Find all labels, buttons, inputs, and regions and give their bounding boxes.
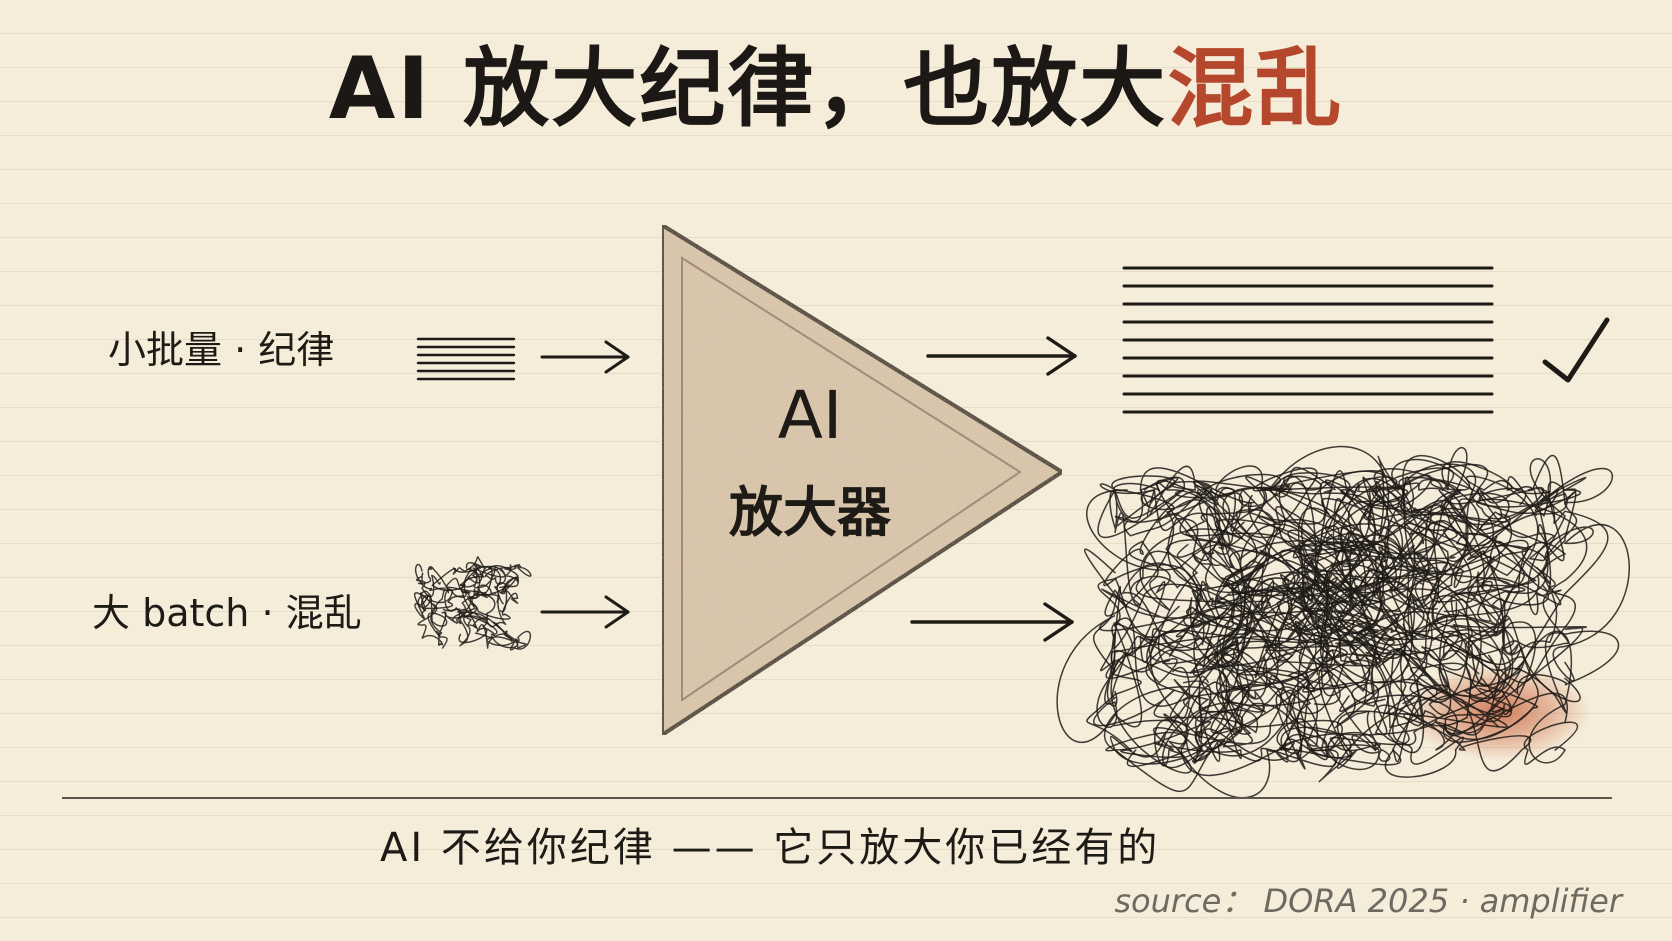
scribble-stroke [472, 565, 519, 605]
scribble-stroke [430, 589, 498, 647]
scribble-stroke [1314, 458, 1582, 592]
row-label-small-batch: 小批量 · 纪律 [108, 328, 335, 372]
check-icon [1542, 317, 1610, 383]
scribble-stroke [1114, 528, 1259, 768]
scribble-stroke [1324, 612, 1403, 770]
scribble-stroke [1320, 483, 1537, 596]
amplified-tangle [1056, 445, 1630, 799]
small-tangle-icon [413, 556, 532, 651]
scribble-stroke [1384, 623, 1513, 778]
small-batch-lines-icon [416, 337, 516, 381]
scribble-stroke [1269, 463, 1526, 675]
scribble-stroke [1268, 524, 1451, 763]
scribble-stroke [1110, 564, 1244, 774]
scribble-stroke [1339, 489, 1609, 712]
scribble-stroke [467, 576, 519, 620]
scribble-stroke [1214, 445, 1400, 631]
scribble-stroke [1148, 527, 1419, 729]
page-title: AI 放大纪律，也放大混乱 [0, 40, 1672, 139]
scribble-stroke [1258, 481, 1472, 680]
scribble-stroke [415, 572, 447, 637]
amplifier-triangle-inner [681, 256, 1022, 702]
scribble-stroke [467, 564, 532, 595]
scribble-stroke [1086, 586, 1348, 767]
scribble-stroke [1385, 521, 1587, 737]
scribble-stroke [1293, 523, 1458, 751]
amplifier-ai-label: AI [777, 377, 843, 454]
scribble-stroke [1337, 544, 1568, 743]
scribble-stroke [1431, 486, 1588, 693]
scribble-stroke [1217, 615, 1579, 765]
title-accent: 混乱 [1167, 39, 1344, 139]
amplifier-name-label: 放大器 [729, 481, 891, 544]
scribble-stroke [1096, 588, 1299, 728]
scribble-stroke [1111, 519, 1458, 655]
scribble-stroke [414, 563, 488, 644]
source-text: source： DORA 2025 · amplifier [1114, 882, 1622, 920]
scribble-stroke [1214, 463, 1556, 616]
scribble-stroke [1140, 480, 1381, 667]
scribble-stroke [1384, 613, 1620, 736]
scribble-stroke [1202, 484, 1385, 700]
scribble-stroke [459, 567, 507, 628]
amplifier-triangle [660, 223, 1064, 737]
scribble-stroke [1228, 487, 1492, 638]
row-label-large-batch: 大 batch · 混乱 [92, 591, 362, 635]
scribble-stroke [1413, 540, 1569, 656]
takeaway-text: AI 不给你纪律 —— 它只放大你已经有的 [380, 825, 1161, 871]
scribble-stroke [1105, 574, 1430, 777]
arrow-small-batch-in [540, 340, 630, 374]
scribble-stroke [447, 563, 496, 600]
arrow-large-batch-out [910, 602, 1074, 642]
scribble-stroke [1109, 577, 1305, 758]
arrow-small-batch-out [926, 336, 1077, 376]
scribble-stroke [444, 603, 527, 649]
scribble-stroke [1143, 473, 1458, 621]
footer-divider [62, 797, 1612, 799]
scribble-stroke [1348, 447, 1577, 599]
scribble-stroke [1380, 505, 1538, 741]
scribble-stroke [1182, 670, 1337, 770]
scribble-stroke [417, 590, 465, 649]
scribble-stroke [1185, 467, 1377, 706]
scribble-stroke [1113, 549, 1373, 799]
arrow-large-batch-in [540, 595, 630, 629]
scribble-stroke [442, 588, 496, 629]
amplified-ordered-lines [1122, 266, 1494, 414]
scribble-stroke [1279, 618, 1510, 766]
title-main: AI 放大纪律，也放大 [328, 39, 1168, 139]
